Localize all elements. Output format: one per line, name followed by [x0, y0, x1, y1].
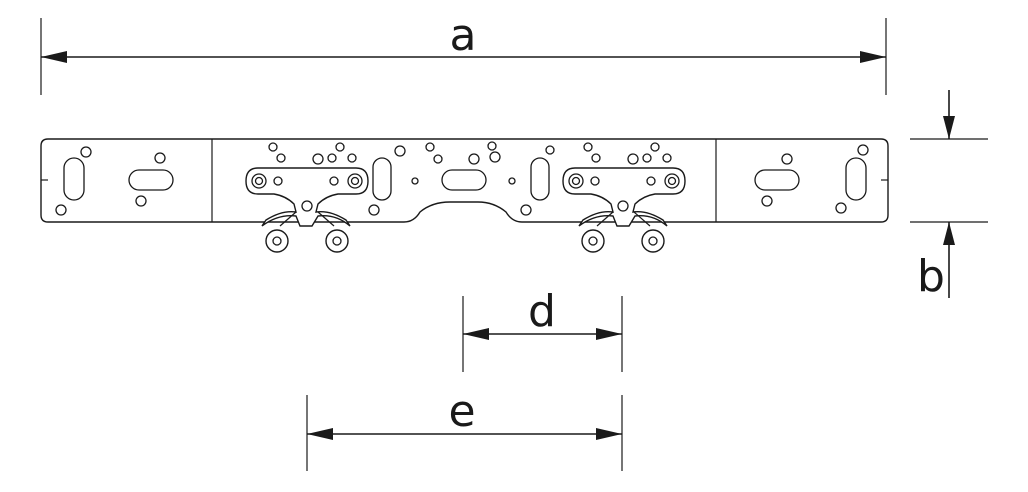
hole: [368, 204, 380, 216]
hole: [590, 176, 600, 186]
hole: [327, 153, 337, 163]
hole: [627, 153, 639, 165]
hole: [433, 154, 443, 164]
hole: [335, 142, 345, 152]
hole: [268, 142, 278, 152]
bracket-right: [562, 142, 686, 253]
dimension-label-e: e: [448, 386, 475, 437]
hole: [276, 153, 286, 163]
bracket-arm: [596, 211, 614, 227]
slot-hole-center-left: [372, 157, 392, 201]
hole: [583, 142, 593, 152]
arrowhead-a-left: [41, 51, 67, 63]
hole: [520, 204, 532, 216]
slot-hole-left-horizontal: [128, 169, 174, 191]
hole: [781, 153, 793, 165]
hole: [468, 153, 480, 165]
dimension-d: d: [462, 286, 623, 372]
hole: [545, 145, 555, 155]
bracket-left: [245, 142, 369, 253]
center-screw: [301, 200, 313, 212]
dimension-label-b: b: [917, 251, 945, 302]
dimension-a: a: [40, 10, 887, 95]
slot-hole-center: [441, 169, 487, 191]
slot-hole-right-vertical: [845, 157, 867, 201]
dimension-b: b: [910, 90, 988, 302]
hole: [394, 145, 406, 157]
hole: [761, 195, 773, 207]
hole: [154, 152, 166, 164]
hole: [347, 153, 357, 163]
hole: [646, 176, 656, 186]
bracket-arm: [317, 211, 335, 227]
hole: [642, 153, 652, 163]
hole: [650, 142, 660, 152]
dimension-label-d: d: [528, 286, 556, 337]
center-screw: [617, 200, 629, 212]
mounting-plate: [40, 138, 889, 253]
valve-connector-hole: [588, 236, 598, 246]
valve-connector-hole: [648, 236, 658, 246]
arrowhead-b-top: [943, 116, 955, 139]
hole: [489, 151, 501, 163]
hole: [80, 146, 92, 158]
arrowhead-d-right: [596, 328, 622, 340]
hole: [273, 176, 283, 186]
arrowhead-b-bottom: [943, 222, 955, 245]
arrowhead-e-left: [307, 428, 333, 440]
hole: [487, 141, 497, 151]
bolt-hole: [571, 176, 581, 186]
hole: [662, 153, 672, 163]
dimension-e: e: [306, 386, 623, 471]
arrowhead-e-right: [596, 428, 622, 440]
bolt-hole: [667, 176, 677, 186]
bracket-arm: [279, 211, 297, 227]
hole: [591, 153, 601, 163]
arrowhead-a-right: [860, 51, 886, 63]
slot-hole-left-vertical: [63, 157, 85, 201]
hole: [329, 176, 339, 186]
hole: [857, 144, 869, 156]
slot-hole-right-horizontal: [754, 169, 800, 191]
hole: [508, 177, 516, 185]
bracket-arm: [633, 211, 651, 227]
hole: [835, 202, 847, 214]
arrowhead-d-left: [463, 328, 489, 340]
hole: [312, 153, 324, 165]
dimension-label-a: a: [450, 10, 477, 61]
bolt-hole: [254, 176, 264, 186]
hole: [425, 142, 435, 152]
hole: [135, 195, 147, 207]
hole: [411, 177, 419, 185]
hole: [55, 204, 67, 216]
valve-connector-hole: [332, 236, 342, 246]
bolt-hole: [350, 176, 360, 186]
slot-hole-center-right: [530, 157, 550, 201]
valve-connector-hole: [272, 236, 282, 246]
